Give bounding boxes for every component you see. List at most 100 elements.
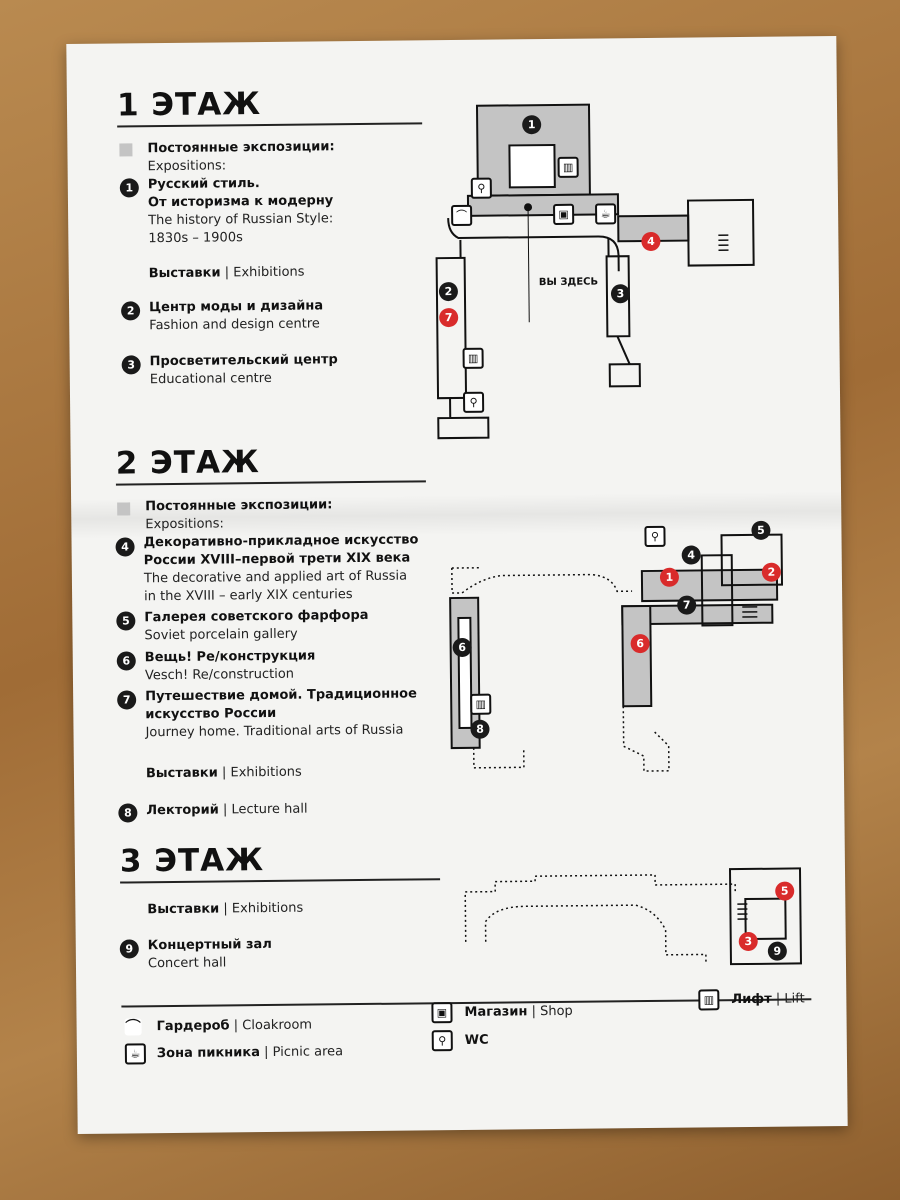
item1-ru-line1: Русский стиль. bbox=[147, 176, 260, 193]
lift-icon: ▥ bbox=[470, 693, 492, 715]
separator: | bbox=[224, 265, 230, 281]
map1-marker-1: 1 bbox=[522, 115, 542, 135]
item2-en: Fashion and design centre bbox=[149, 316, 320, 334]
item1-en-line2: 1830s – 1900s bbox=[148, 230, 243, 247]
marker-9: 9 bbox=[119, 939, 139, 959]
legend-lift: Лифт | Lift bbox=[731, 990, 805, 1009]
map2-marker-6-hall: 6 bbox=[452, 637, 472, 658]
exhibitions-ru: Выставки bbox=[147, 901, 220, 918]
wc-icon: ⚲ bbox=[470, 177, 492, 199]
separator: | bbox=[264, 1045, 269, 1061]
marker-3: 3 bbox=[121, 355, 141, 375]
legend-wc: WC bbox=[464, 1032, 489, 1048]
map2-marker-5: 5 bbox=[751, 520, 771, 540]
marker-5: 5 bbox=[116, 611, 136, 631]
exhibitions-en: Exhibitions bbox=[231, 900, 304, 917]
cup-icon: ☕ bbox=[595, 203, 617, 225]
shop-ru: Магазин bbox=[464, 1004, 528, 1020]
map2-marker-2: 2 bbox=[761, 562, 781, 582]
separator: | bbox=[233, 1018, 239, 1034]
map1-marker-3: 3 bbox=[610, 284, 631, 304]
floor3-map bbox=[464, 867, 802, 966]
lecture-en: Lecture hall bbox=[231, 801, 308, 818]
item6-ru: Вещь! Ре/конструкция bbox=[144, 648, 316, 666]
you-are-here-dot bbox=[524, 203, 533, 212]
hanger-icon: ⌒ bbox=[451, 204, 473, 227]
item4-en-line1: The decorative and applied art of Russia bbox=[143, 568, 408, 587]
map1-marker-7: 7 bbox=[439, 307, 459, 328]
concert-ru: Концертный зал bbox=[147, 936, 272, 954]
wc-icon: ⚲ bbox=[644, 525, 666, 548]
marker-6: 6 bbox=[116, 651, 136, 671]
separator: | bbox=[222, 802, 228, 818]
map2-marker-1: 1 bbox=[659, 567, 680, 587]
exhibitions-ru: Выставки bbox=[148, 265, 221, 282]
floor2-rule bbox=[115, 480, 426, 486]
shop-icon: ▣ bbox=[431, 1002, 453, 1024]
item6-en: Vesch! Re/construction bbox=[144, 666, 295, 684]
legend-cloakroom: Гардероб | Cloakroom bbox=[157, 1017, 313, 1037]
separator: | bbox=[223, 901, 228, 917]
marker-7: 7 bbox=[117, 690, 137, 710]
floor3-exhibitions: Выставки | Exhibitions bbox=[147, 900, 303, 920]
map2-marker-7: 7 bbox=[677, 595, 697, 615]
item5-ru: Галерея советского фарфора bbox=[144, 607, 369, 626]
hanger-icon: ⌒ bbox=[124, 1017, 142, 1037]
item4-en-line2: in the XVIII – early XIX centuries bbox=[144, 587, 353, 605]
cloakroom-en: Cloakroom bbox=[242, 1017, 313, 1034]
item3-en: Educational centre bbox=[149, 370, 272, 388]
map1-marker-4: 4 bbox=[641, 231, 661, 252]
floor2-title: 2 ЭТАЖ bbox=[115, 444, 261, 482]
concert-en: Concert hall bbox=[147, 955, 227, 972]
marker-8: 8 bbox=[118, 803, 138, 823]
exhibitions-en: Exhibitions bbox=[233, 264, 305, 281]
picnic-ru: Зона пикника bbox=[156, 1045, 261, 1062]
separator: | bbox=[775, 991, 781, 1007]
map2-marker-8: 8 bbox=[470, 719, 490, 739]
floor1-permanent-ru: Постоянные экспозиции: bbox=[147, 139, 335, 157]
map3-marker-9: 9 bbox=[767, 941, 787, 961]
lift-icon: ▥ bbox=[698, 989, 720, 1011]
you-are-here-label: ВЫ ЗДЕСЬ bbox=[538, 276, 599, 289]
exhibitions-en: Exhibitions bbox=[230, 764, 302, 781]
item7-ru-line2: искусство России bbox=[145, 705, 277, 723]
museum-floor-plan-leaflet: 1 ЭТАЖ Постоянные экспозиции: Exposition… bbox=[66, 35, 848, 1135]
wc-icon: ⚲ bbox=[462, 391, 485, 413]
separator: | bbox=[531, 1004, 537, 1020]
map3-marker-3: 3 bbox=[738, 931, 758, 952]
item1-ru-line2: От историзма к модерну bbox=[147, 193, 334, 211]
lift-ru: Лифт bbox=[731, 991, 772, 1008]
floor1-rule bbox=[117, 122, 423, 128]
floor1-permanent-en: Expositions: bbox=[147, 158, 227, 175]
lecture-ru: Лекторий bbox=[146, 802, 219, 819]
marker-2: 2 bbox=[121, 301, 141, 321]
cloakroom-ru: Гардероб bbox=[156, 1018, 230, 1035]
marker-4: 4 bbox=[115, 537, 135, 557]
item2-ru: Центр моды и дизайна bbox=[149, 298, 324, 316]
floor1-title: 1 ЭТАЖ bbox=[116, 86, 262, 124]
lift-en: Lift bbox=[784, 991, 805, 1007]
map3-marker-5: 5 bbox=[775, 881, 795, 901]
item1-en-line1: The history of Russian Style: bbox=[148, 211, 334, 229]
map1-marker-2: 2 bbox=[438, 281, 459, 302]
map2-marker-6: 6 bbox=[630, 633, 650, 654]
cup-icon: ☕ bbox=[124, 1043, 147, 1065]
floor1-exhibitions: Выставки | Exhibitions bbox=[149, 264, 305, 284]
floor3-title: 3 ЭТАЖ bbox=[119, 842, 265, 880]
shop-icon: ▣ bbox=[553, 203, 575, 225]
lift-icon: ▥ bbox=[557, 156, 579, 178]
lift-icon: ▥ bbox=[462, 347, 484, 369]
shop-en: Shop bbox=[539, 1003, 573, 1020]
legend-shop: Магазин | Shop bbox=[464, 1003, 572, 1022]
item3-ru: Просветительский центр bbox=[149, 352, 338, 370]
lecture-hall: Лекторий | Lecture hall bbox=[146, 801, 307, 821]
floor2-permanent-ru: Постоянные экспозиции: bbox=[145, 497, 333, 515]
separator: | bbox=[221, 765, 227, 781]
floor2-map bbox=[449, 533, 784, 772]
map2-marker-4: 4 bbox=[681, 545, 701, 565]
marker-1: 1 bbox=[119, 178, 139, 198]
exhibitions-ru: Выставки bbox=[145, 765, 218, 782]
picnic-en: Picnic area bbox=[272, 1044, 344, 1060]
floor1-map bbox=[435, 103, 755, 440]
floor2-exhibitions: Выставки | Exhibitions bbox=[146, 764, 302, 784]
